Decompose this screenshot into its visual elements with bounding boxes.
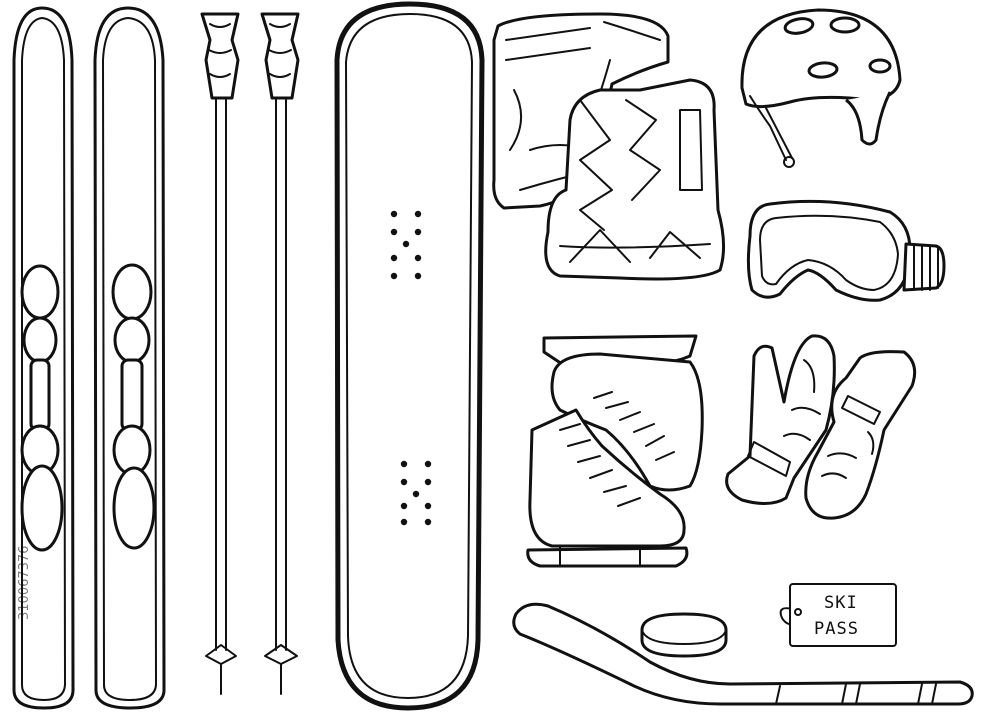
ski-pole-left <box>200 12 240 695</box>
ski-binding-left <box>20 264 64 552</box>
ski-pass-tag: SKI PASS <box>779 583 897 647</box>
snowboard-insert-holes-top <box>390 210 422 280</box>
helmet <box>740 8 902 168</box>
watermark-id: 310067376 <box>17 546 32 620</box>
hockey-puck <box>640 612 728 658</box>
ski-pass-line-1: SKI <box>824 593 858 613</box>
snowboard <box>334 1 485 711</box>
snowboard-boots <box>492 12 725 281</box>
ski-right <box>93 6 166 710</box>
ski-binding-right <box>111 263 156 550</box>
hockey-stick <box>512 602 974 706</box>
ski-left <box>12 6 75 710</box>
ski-goggles <box>746 199 946 302</box>
ice-skates <box>526 334 704 568</box>
gloves <box>725 334 917 520</box>
ski-pole-right <box>260 12 300 695</box>
snowboard-insert-holes-bottom <box>400 460 432 526</box>
ski-pass-line-2: PASS <box>814 619 859 639</box>
